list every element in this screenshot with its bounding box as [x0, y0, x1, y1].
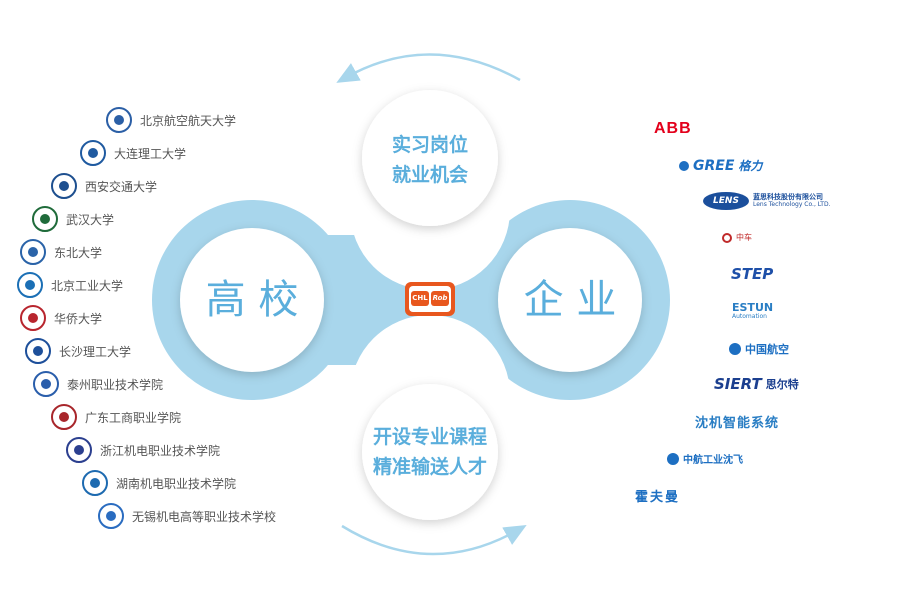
university-name: 广东工商职业学院 [85, 410, 182, 425]
university-name: 长沙理工大学 [59, 344, 132, 359]
curriculum-line2: 精准输送人才 [372, 456, 487, 478]
avic-sf-logo: 中航工业沈飞 [667, 451, 743, 466]
university-emblem-icon [106, 107, 132, 133]
zhongche-logo: 中车 [722, 232, 752, 243]
gree-text: GREE [693, 157, 735, 174]
siert-cn-text: 思尔特 [765, 378, 799, 391]
university-label: 高 校 [205, 277, 299, 323]
university-emblem-icon [98, 503, 124, 529]
enterprise-circle [498, 228, 642, 372]
internship-text: 实习岗位 就业机会 [362, 130, 498, 190]
internship-line2: 就业机会 [391, 164, 468, 186]
university-item: 西安交通大学 [51, 173, 157, 199]
logo-chl: CHL [412, 294, 428, 302]
university-emblem-icon [80, 140, 106, 166]
avic-sf-text: 中航工业沈飞 [683, 455, 743, 466]
university-emblem-icon [82, 470, 108, 496]
estun-text: ESTUN [732, 301, 774, 314]
university-emblem-icon [51, 173, 77, 199]
university-item: 浙江机电职业技术学院 [66, 437, 220, 463]
zhongche-icon [722, 232, 732, 243]
university-item: 广东工商职业学院 [51, 404, 181, 430]
chl-rob-logo [405, 282, 455, 316]
university-emblem-icon [66, 437, 92, 463]
gree-logo: GREE 格力 [679, 157, 762, 174]
lens-logo: LENS 蓝思科技股份有限公司 Lens Technology Co., LTD… [703, 192, 830, 210]
university-item: 北京航空航天大学 [106, 107, 236, 133]
shenji-logo: 沈机智能系统 [695, 416, 780, 431]
university-name: 湖南机电职业技术学院 [116, 476, 237, 491]
university-item: 无锡机电高等职业技术学校 [98, 503, 276, 529]
university-item: 华侨大学 [20, 305, 102, 331]
university-name: 华侨大学 [54, 311, 103, 326]
lens-en-text: Lens Technology Co., LTD. [753, 201, 831, 208]
university-name: 西安交通大学 [85, 179, 158, 194]
estun-sub-text: Automation [732, 313, 767, 320]
internship-circle [362, 90, 498, 226]
university-emblem-icon [33, 371, 59, 397]
curriculum-text: 开设专业课程 精准输送人才 [352, 422, 508, 482]
university-name: 浙江机电职业技术学院 [100, 443, 221, 458]
university-name: 武汉大学 [66, 212, 115, 227]
university-emblem-icon [32, 206, 58, 232]
bottom-arrow [341, 524, 527, 556]
university-item: 北京工业大学 [17, 272, 123, 298]
university-emblem-icon [20, 305, 46, 331]
curriculum-line1: 开设专业课程 [372, 426, 487, 448]
logo-rob: Rob [432, 294, 448, 302]
lens-cn-text: 蓝思科技股份有限公司 [753, 193, 823, 201]
step-logo: STEP [731, 265, 774, 283]
internship-line1: 实习岗位 [391, 134, 468, 156]
avic-sf-icon [667, 452, 679, 465]
university-emblem-icon [17, 272, 43, 298]
curriculum-circle [362, 384, 498, 520]
university-item: 长沙理工大学 [25, 338, 131, 364]
university-name: 泰州职业技术学院 [67, 377, 164, 392]
university-name: 大连理工大学 [114, 146, 187, 161]
university-emblem-icon [51, 404, 77, 430]
zhongche-text: 中车 [736, 233, 752, 242]
gree-cn-text: 格力 [738, 159, 763, 173]
avic-text: 中国航空 [745, 343, 789, 356]
university-name: 北京航空航天大学 [140, 113, 237, 128]
top-arrow [336, 53, 521, 83]
abb-logo: ABB [654, 120, 692, 137]
university-item: 泰州职业技术学院 [33, 371, 163, 397]
siert-text: SIERT [714, 375, 762, 393]
university-name: 东北大学 [54, 245, 103, 260]
estun-logo: ESTUN Automation [732, 302, 773, 321]
university-item: 东北大学 [20, 239, 102, 265]
university-circle [180, 228, 324, 372]
university-item: 武汉大学 [32, 206, 114, 232]
huofuman-logo: 霍夫曼 [635, 490, 681, 505]
university-item: 湖南机电职业技术学院 [82, 470, 236, 496]
university-name: 北京工业大学 [51, 278, 124, 293]
enterprise-label: 企 业 [523, 277, 617, 323]
gree-icon [679, 160, 689, 171]
university-emblem-icon [25, 338, 51, 364]
university-name: 无锡机电高等职业技术学校 [132, 509, 277, 524]
university-item: 大连理工大学 [80, 140, 186, 166]
siert-logo: SIERT 思尔特 [714, 375, 799, 393]
avic-icon [729, 343, 741, 355]
lens-oval-icon: LENS [703, 192, 749, 210]
university-emblem-icon [20, 239, 46, 265]
avic-logo: 中国航空 [729, 341, 789, 357]
